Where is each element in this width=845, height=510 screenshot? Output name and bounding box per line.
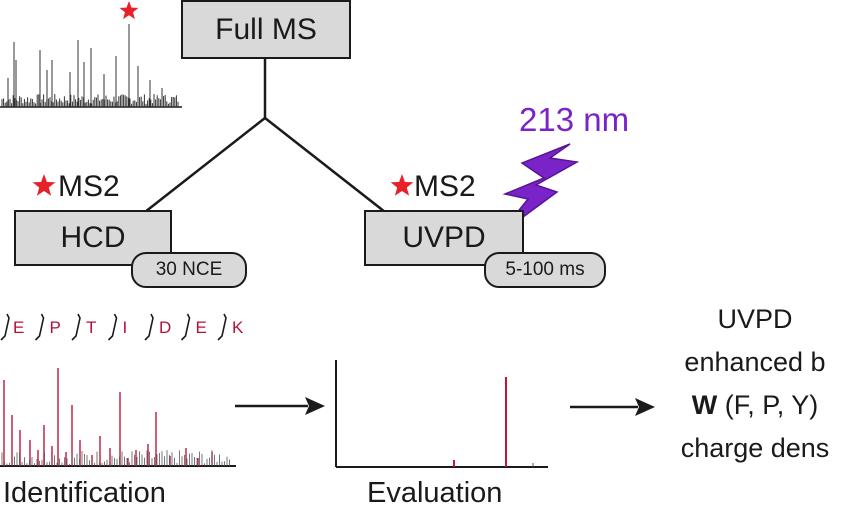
sequence-letter: I [122, 318, 128, 337]
connector-left-branch [144, 117, 266, 213]
identification-label: Identification [3, 477, 166, 509]
summary-line-2: enhanced b [684, 347, 826, 377]
right-ms2-label: MS2 [414, 170, 476, 203]
full-ms-box: Full MS [181, 0, 351, 59]
star-icon [32, 174, 56, 196]
uvpd-label: UVPD [402, 221, 486, 254]
cleavage-mark [107, 313, 118, 341]
nce-badge-label: 30 NCE [155, 259, 223, 280]
sequence-letter: P [49, 318, 61, 337]
cleavage-mark [0, 313, 10, 341]
sequence-letter: D [159, 318, 172, 337]
evaluation-label: Evaluation [367, 477, 503, 509]
cleavage-mark [144, 313, 154, 341]
star-icon [390, 174, 414, 196]
summary-line-4: charge dens [680, 433, 830, 463]
left-ms2-label: MS2 [58, 170, 120, 203]
full-ms-label: Full MS [215, 12, 317, 46]
sequence-letter: K [232, 318, 244, 337]
cleavage-mark [217, 313, 227, 341]
summary-text: UVPD enhanced b W (F, P, Y) charge dens [625, 298, 845, 470]
sequence-cleavage-marks [0, 313, 227, 341]
cleavage-mark [71, 313, 81, 341]
sequence-letter: E [195, 318, 207, 337]
hcd-box: HCD [14, 210, 172, 266]
identification-spectrum [0, 368, 236, 467]
nce-badge: 30 NCE [131, 252, 247, 288]
hcd-label: HCD [60, 221, 126, 254]
ms1-star-icon [119, 1, 139, 20]
tree-connectors [144, 58, 386, 213]
ms1-spectrum [0, 24, 182, 108]
arrow-right-icon [235, 397, 325, 415]
cleavage-mark [180, 313, 191, 341]
summary-line-3-rest: (F, P, Y) [717, 390, 819, 420]
sequence-letter: E [13, 318, 25, 337]
cleavage-mark [34, 313, 45, 341]
uvpd-time-badge-label: 5-100 ms [505, 259, 585, 280]
arrow-right-icon [570, 398, 655, 416]
summary-line-1: UVPD [717, 304, 793, 334]
sequence-letter: T [86, 318, 97, 337]
connector-right-branch [264, 117, 386, 213]
uvpd-time-badge: 5-100 ms [484, 252, 606, 288]
evaluation-spectrum [335, 360, 548, 468]
summary-line-3: W (F, P, Y) [625, 384, 845, 427]
wavelength-label: 213 nm [519, 101, 630, 138]
summary-bold-w: W [691, 390, 718, 420]
